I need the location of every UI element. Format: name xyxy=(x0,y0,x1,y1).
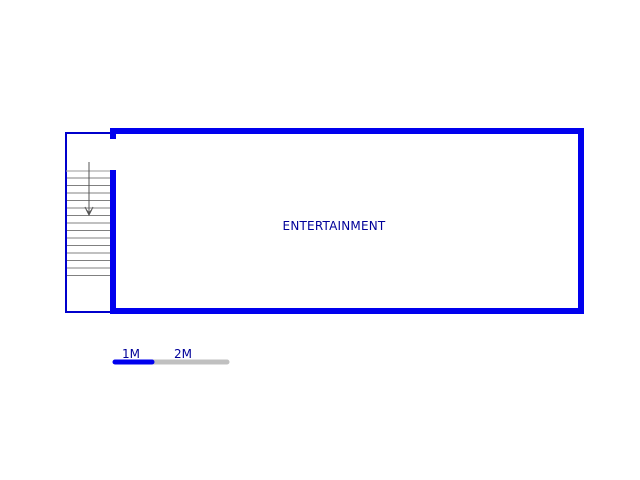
stair-direction-arrow xyxy=(84,162,94,217)
stair-enclosure xyxy=(65,132,113,313)
room-walls xyxy=(110,128,584,314)
room-label-entertainment: ENTERTAINMENT xyxy=(283,219,386,233)
scale-label-2m: 2M xyxy=(174,347,192,361)
scale-label-1m: 1M xyxy=(122,347,140,361)
scale-bar: 1M 2M xyxy=(112,347,230,365)
staircase xyxy=(65,132,113,313)
